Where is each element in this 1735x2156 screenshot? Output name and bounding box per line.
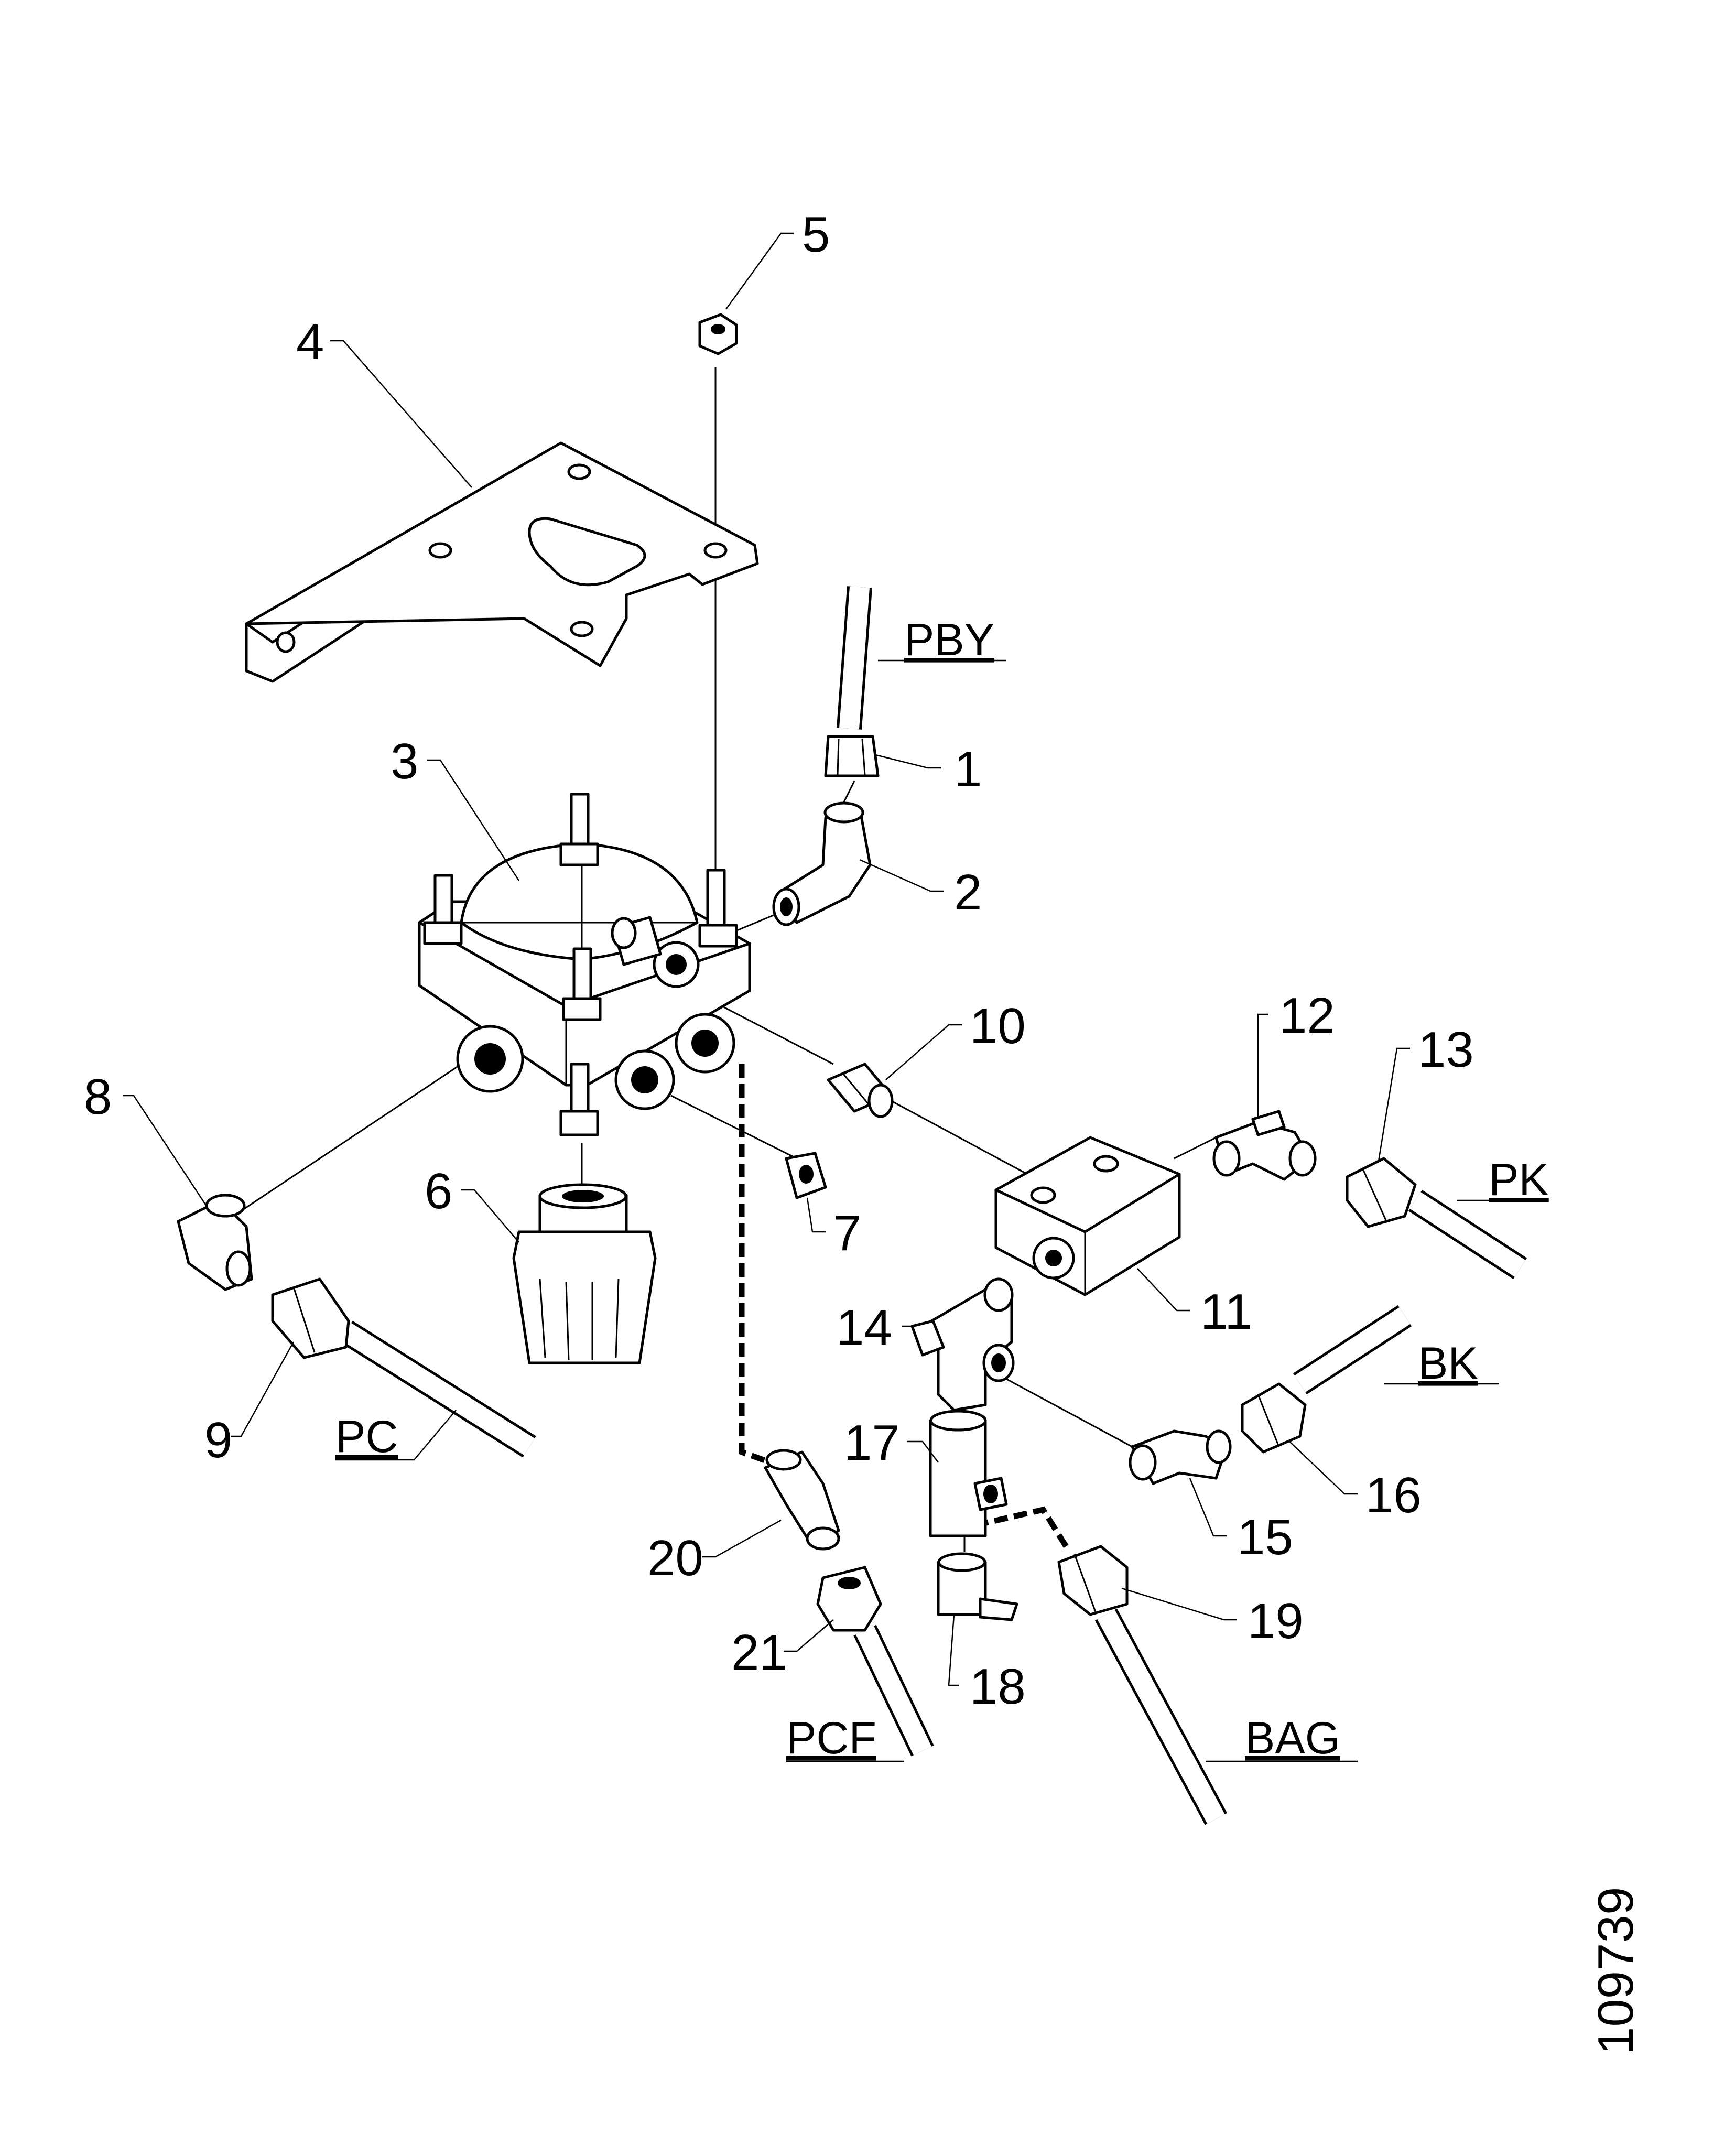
part-18-drain-valve (937, 1552, 1018, 1621)
callout-14: 14 (836, 1299, 892, 1356)
label-bag: BAG (1245, 1713, 1340, 1763)
label-pby: PBY (904, 615, 994, 665)
part-9-tube-nut (271, 1277, 350, 1359)
part-19-tube-nut (1057, 1545, 1129, 1616)
callout-4: 4 (296, 314, 324, 370)
part-15-elbow (1129, 1429, 1232, 1485)
callout-16: 16 (1365, 1467, 1422, 1523)
label-pc: PC (335, 1412, 398, 1462)
label-pk: PK (1489, 1155, 1549, 1205)
part-16-tube-nut (1241, 1382, 1307, 1454)
part-17-cross-fitting (929, 1410, 1008, 1537)
callout-19: 19 (1248, 1593, 1304, 1649)
part-4-mounting-bracket (245, 441, 759, 683)
part-7-plug (785, 1152, 827, 1199)
dashed-line-20 (739, 1064, 772, 1466)
callouts: 1 2 3 4 5 6 7 8 9 10 11 12 13 14 15 16 1… (84, 207, 1474, 1715)
pipe-pc (339, 1320, 536, 1458)
callout-13: 13 (1418, 1022, 1474, 1078)
part-6-silencer (512, 1183, 657, 1364)
part-12-elbow (1212, 1110, 1317, 1181)
part-10-nipple (827, 1063, 894, 1118)
part-8-elbow (177, 1194, 253, 1291)
callout-11: 11 (1200, 1284, 1253, 1340)
callout-3: 3 (391, 733, 418, 789)
part-2-elbow (772, 801, 872, 926)
part-14-tee (910, 1277, 1015, 1412)
part-3-relay-valve (418, 793, 751, 1136)
line-designations: PBY PK BK PC PCF BAG (335, 615, 1549, 1763)
part-1-tube-nut (824, 735, 880, 777)
part-11-valve-block (994, 1136, 1181, 1296)
callout-21: 21 (731, 1624, 787, 1681)
callout-8: 8 (84, 1069, 112, 1125)
pipe-pk (1408, 1189, 1527, 1280)
callout-6: 6 (425, 1163, 452, 1219)
callout-17: 17 (844, 1415, 900, 1471)
callout-9: 9 (204, 1412, 232, 1468)
pipe-pby (837, 586, 872, 730)
pipe-bag (1094, 1608, 1228, 1825)
pipe-pcf (853, 1624, 934, 1757)
pipe-bk (1293, 1305, 1412, 1395)
callout-20: 20 (647, 1530, 703, 1586)
dashed-line-19 (974, 1506, 1072, 1553)
part-13-tube-nut (1346, 1157, 1417, 1228)
callout-5: 5 (802, 207, 830, 263)
callout-7: 7 (833, 1205, 861, 1261)
callout-1: 1 (954, 741, 982, 797)
part-5-nut (698, 313, 738, 355)
part-21-tube-nut (816, 1566, 882, 1632)
callout-12: 12 (1279, 988, 1335, 1044)
callout-18: 18 (970, 1659, 1026, 1715)
label-bk: BK (1418, 1338, 1478, 1389)
leader-lines (123, 232, 1499, 1762)
callout-10: 10 (970, 998, 1026, 1054)
label-pcf: PCF (786, 1713, 876, 1763)
callout-2: 2 (954, 864, 982, 920)
part-20-elbow (764, 1449, 840, 1551)
callout-15: 15 (1237, 1509, 1293, 1565)
figure-reference-number: 109739 (1588, 1887, 1644, 2055)
